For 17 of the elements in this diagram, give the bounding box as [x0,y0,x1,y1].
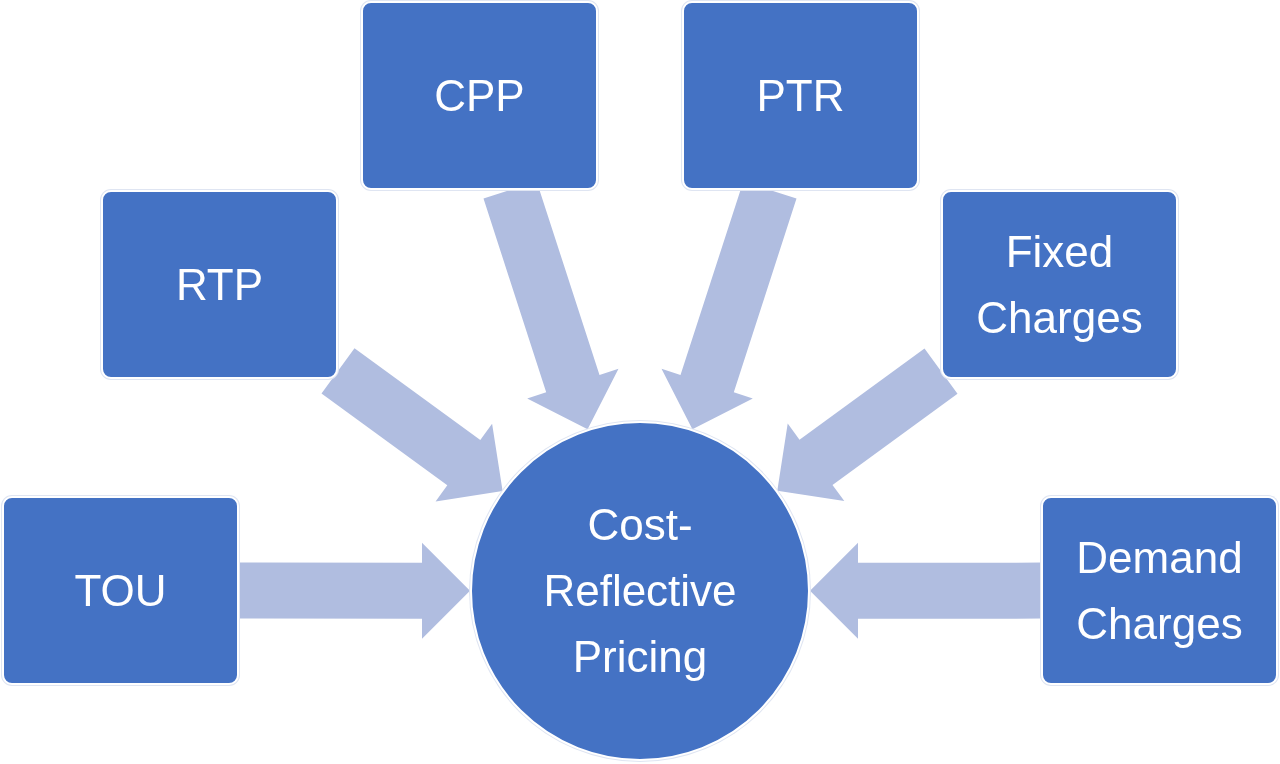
node-label: RTP [175,258,264,311]
node-label: TOU [74,564,167,617]
block-arrow [321,348,503,502]
rounded-box [1041,496,1278,685]
node-label: Fixed Charges [975,225,1144,344]
block-arrow [239,542,470,639]
node-label: CPP [434,69,525,122]
rounded-box [101,190,338,379]
rounded-box [361,1,598,190]
block-arrow [810,542,1041,639]
rounded-box [941,190,1178,379]
rounded-box [2,496,239,685]
rounded-box [682,1,919,190]
block-arrow [777,348,958,502]
node-label: Demand Charges [1075,531,1244,650]
node-label: PTR [756,69,845,122]
node-label: Cost-Reflective Pricing [542,499,738,683]
